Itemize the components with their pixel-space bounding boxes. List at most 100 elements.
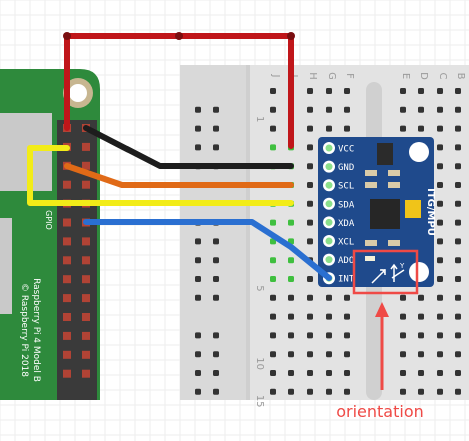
power-rail-hole bbox=[195, 238, 201, 245]
sensor-pin-hole bbox=[325, 144, 333, 152]
led bbox=[365, 256, 375, 261]
breadboard-hole bbox=[344, 294, 350, 301]
row-number: 5 bbox=[254, 285, 265, 291]
breadboard-hole bbox=[437, 370, 443, 376]
breadboard-hole bbox=[437, 163, 443, 170]
gpio-label: GPIO bbox=[44, 210, 53, 230]
board-copyright-label: © Raspberry Pi 2018 bbox=[19, 283, 29, 377]
usb-port bbox=[0, 113, 52, 191]
scl-wire bbox=[64, 163, 294, 188]
power-rail-hole bbox=[195, 388, 201, 395]
breadboard-hole bbox=[307, 313, 313, 320]
breadboard-hole bbox=[270, 313, 276, 320]
breadboard-hole bbox=[455, 200, 461, 207]
breadboard-hole bbox=[400, 388, 406, 395]
breadboard-hole bbox=[455, 106, 461, 113]
wire-bend-point bbox=[287, 32, 295, 40]
sensor-pin-label: SCL bbox=[338, 182, 354, 192]
axis-icon bbox=[371, 263, 405, 284]
breadboard-hole bbox=[437, 351, 443, 358]
breadboard-hole bbox=[344, 351, 350, 358]
breadboard-hole bbox=[307, 182, 313, 188]
breadboard-hole bbox=[326, 370, 332, 376]
gpio-pin bbox=[82, 331, 90, 340]
board-model-label: Raspberry Pi 4 Model B bbox=[31, 278, 41, 382]
breadboard-hole bbox=[455, 182, 461, 188]
axis-label-x: X bbox=[381, 268, 386, 276]
breadboard-hole bbox=[270, 388, 276, 395]
sensor-pin-hole bbox=[325, 218, 333, 226]
mpu-chip bbox=[370, 199, 400, 229]
gpio-pin bbox=[63, 180, 71, 189]
sensor-pin-label: GND bbox=[338, 163, 354, 173]
sensor-pin-hole bbox=[325, 256, 333, 264]
breadboard-hole bbox=[307, 125, 313, 132]
breadboard-hole bbox=[455, 388, 461, 395]
gpio-pin bbox=[63, 237, 71, 246]
orientation-arrowhead bbox=[375, 302, 389, 317]
chip-label: ITG/MPU bbox=[425, 188, 436, 236]
gpio-pin bbox=[63, 313, 71, 321]
column-letter: J bbox=[270, 74, 281, 78]
power-rail-hole bbox=[195, 106, 201, 113]
x-axis-arrowhead bbox=[380, 269, 386, 275]
breadboard-hole bbox=[270, 332, 276, 339]
sda-wire bbox=[27, 145, 294, 206]
breadboard-hole bbox=[270, 351, 276, 358]
breadboard-hole bbox=[307, 163, 313, 170]
breadboard-hole bbox=[288, 257, 294, 264]
power-rail-hole bbox=[195, 144, 201, 151]
sensor-mount-hole bbox=[409, 142, 429, 162]
breadboard-hole bbox=[455, 276, 461, 282]
breadboard-hole bbox=[455, 370, 461, 376]
sensor-pin-hole bbox=[325, 237, 333, 245]
breadboard-hole bbox=[400, 313, 406, 320]
power-rail-hole bbox=[195, 370, 201, 376]
breadboard-hole bbox=[288, 219, 294, 226]
column-letter: G bbox=[326, 72, 337, 80]
breadboard-hole bbox=[288, 332, 294, 339]
breadboard-hole bbox=[418, 313, 424, 320]
breadboard-hole bbox=[455, 294, 461, 301]
gpio-pin bbox=[82, 256, 90, 265]
breadboard-hole bbox=[400, 294, 406, 301]
breadboard-hole bbox=[437, 332, 443, 339]
gpio-pin bbox=[82, 237, 90, 246]
breadboard-hole bbox=[307, 294, 313, 301]
breadboard-hole bbox=[288, 313, 294, 320]
breadboard-hole bbox=[418, 370, 424, 376]
breadboard-hole bbox=[400, 125, 406, 132]
gpio-pin bbox=[82, 369, 90, 378]
breadboard-hole bbox=[270, 106, 276, 113]
breadboard-hole bbox=[418, 294, 424, 301]
raspberry-pi-board: GPIO Raspberry Pi 4 Model B © Raspberry … bbox=[0, 69, 100, 400]
capacitor bbox=[405, 200, 421, 218]
column-letter: H bbox=[307, 72, 318, 80]
breadboard-hole bbox=[270, 144, 276, 151]
gnd-wire bbox=[83, 125, 294, 169]
wire-bend-point bbox=[63, 32, 71, 40]
breadboard-hole bbox=[455, 163, 461, 170]
breadboard-hole bbox=[400, 351, 406, 358]
sensor-mount-hole bbox=[409, 262, 429, 282]
resistor bbox=[388, 240, 400, 246]
breadboard-hole bbox=[270, 219, 276, 226]
breadboard-rail-divider bbox=[246, 65, 250, 400]
sensor-pin-hole bbox=[325, 181, 333, 189]
gpio-pin bbox=[82, 180, 90, 189]
power-rail-hole bbox=[213, 144, 219, 151]
breadboard-hole bbox=[270, 88, 276, 94]
breadboard-hole bbox=[455, 144, 461, 151]
gpio-pin bbox=[63, 294, 71, 303]
breadboard-hole bbox=[437, 182, 443, 188]
breadboard-hole bbox=[307, 88, 313, 94]
gpio-pin bbox=[82, 275, 90, 284]
breadboard-hole bbox=[437, 106, 443, 113]
breadboard-hole bbox=[400, 332, 406, 339]
breadboard-hole bbox=[326, 294, 332, 301]
power-rail-hole bbox=[213, 238, 219, 245]
breadboard-hole bbox=[455, 238, 461, 245]
breadboard-hole bbox=[307, 144, 313, 151]
